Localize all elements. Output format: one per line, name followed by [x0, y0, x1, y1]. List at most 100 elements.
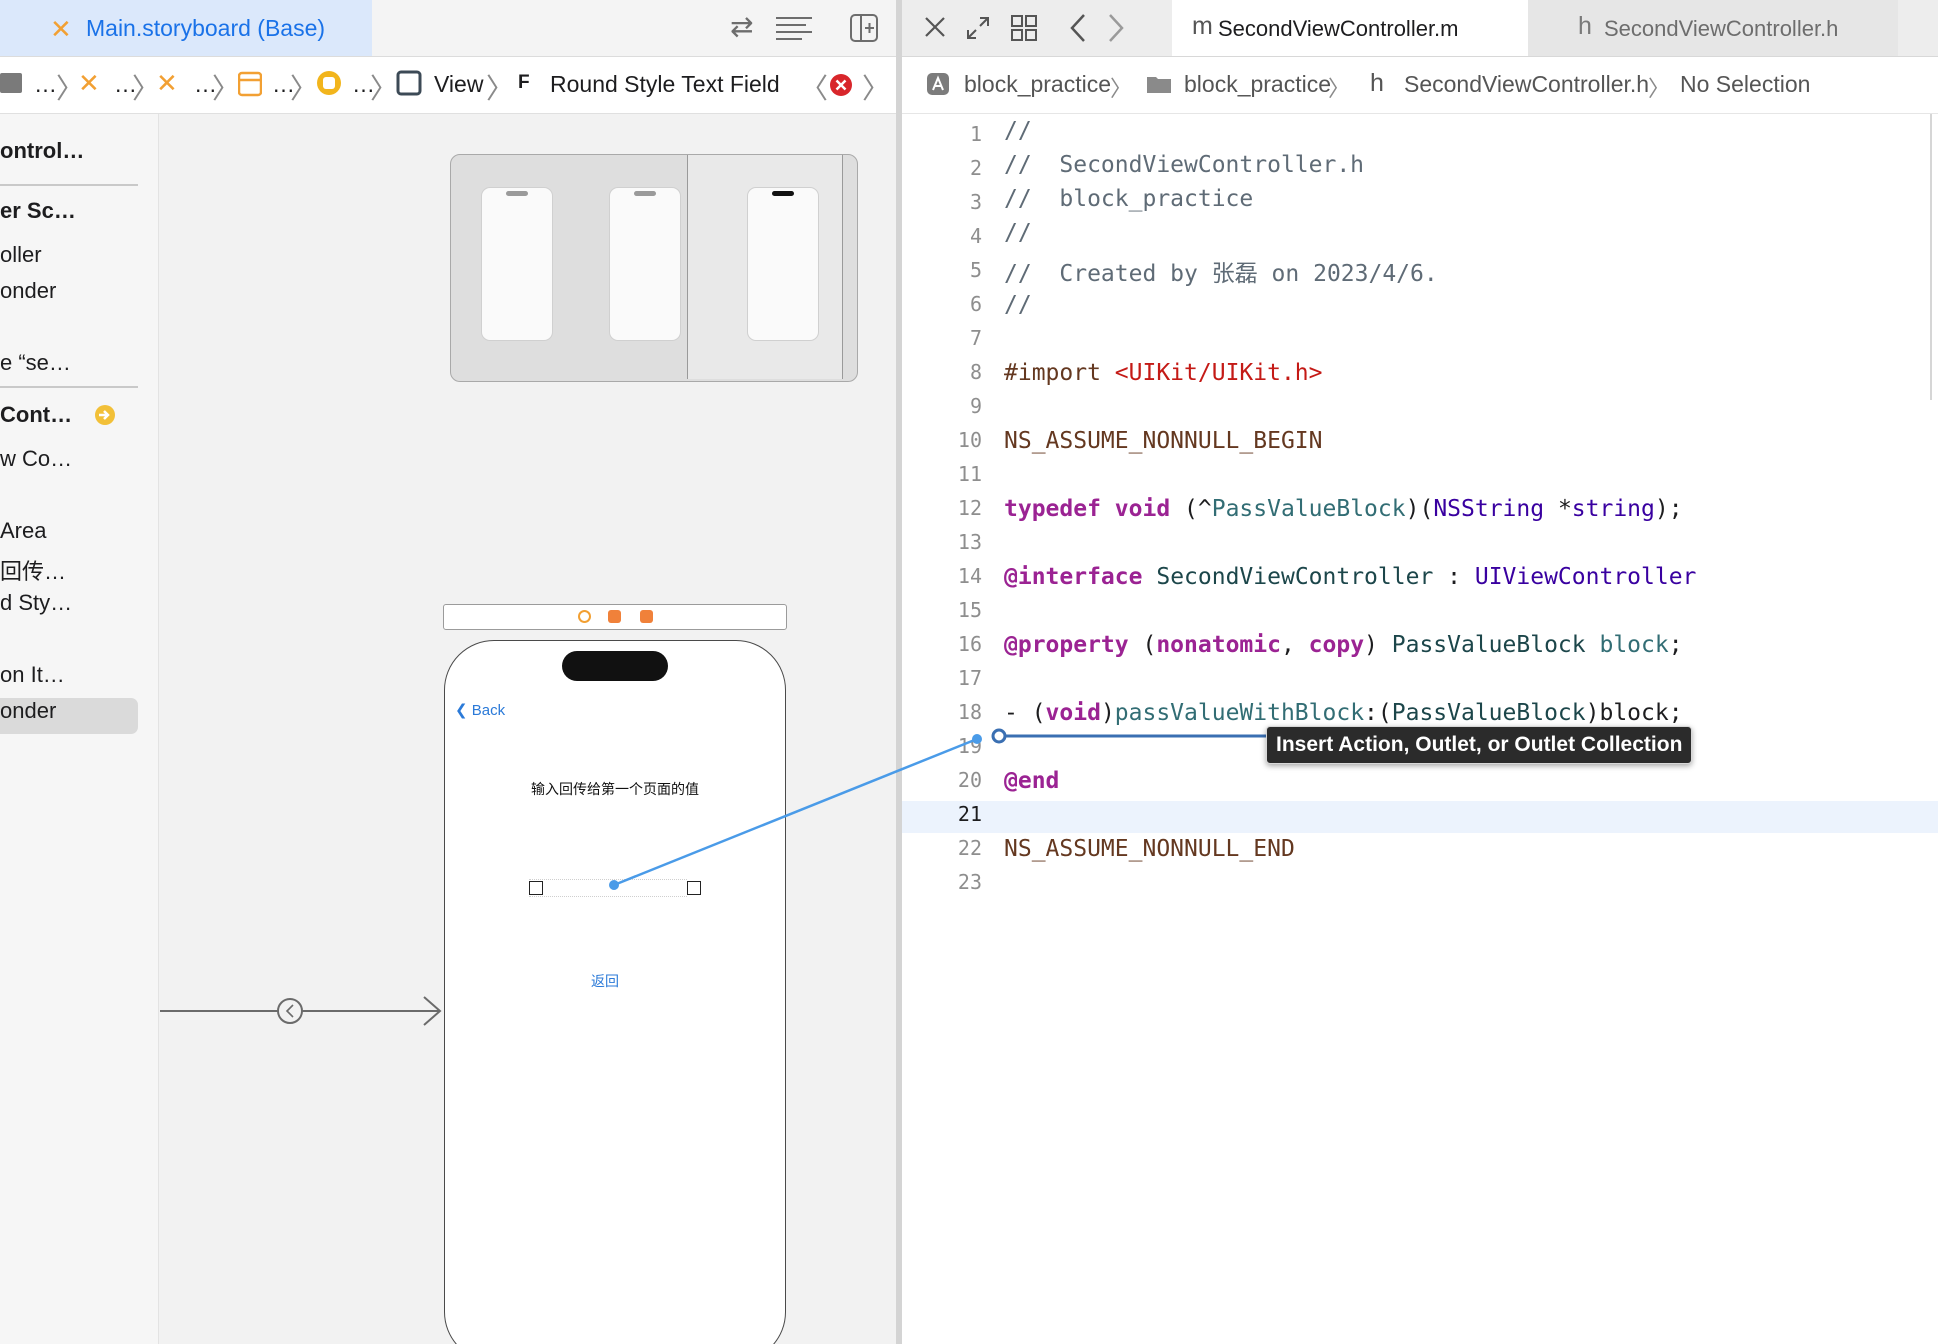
line-number[interactable]: 18	[957, 700, 982, 724]
param-name: string	[1571, 496, 1655, 522]
tab-second-view-controller-m[interactable]: m SecondViewController.m	[1172, 0, 1528, 56]
code-line-12[interactable]: typedef void (^PassValueBlock)(NSString …	[1004, 496, 1683, 522]
jump-project[interactable]: block_practice	[964, 71, 1112, 97]
minimap-scene	[747, 187, 819, 341]
outline-item[interactable]: 回传…	[0, 559, 67, 584]
code-line-8[interactable]: #import <UIKit/UIKit.h>	[1004, 360, 1323, 386]
line-number[interactable]: 4	[969, 224, 982, 248]
resize-handle[interactable]	[687, 881, 701, 895]
keyword: @end	[1004, 768, 1060, 794]
line-number[interactable]: 2	[969, 156, 982, 180]
forward-chevron-icon[interactable]	[1106, 12, 1126, 44]
scene-icon	[237, 71, 263, 97]
line-number[interactable]: 8	[969, 360, 982, 384]
line-number[interactable]: 16	[957, 632, 982, 656]
error-icon[interactable]	[830, 74, 852, 96]
back-chevron-icon[interactable]	[1068, 12, 1088, 44]
prompt-label[interactable]: 输入回传给第一个页面的值	[531, 782, 699, 798]
line-number[interactable]: 9	[969, 394, 982, 418]
storyboard-pane: ✕ Main.storyboard (Base) ⇄ … 〉 ✕ … 〉 ✕ ……	[0, 0, 896, 1344]
code-line-3[interactable]: // block_practice	[1004, 186, 1253, 212]
line-number[interactable]: 12	[957, 496, 982, 520]
code-line-18[interactable]: - (void)passValueWithBlock:(PassValueBlo…	[1004, 700, 1683, 726]
exit-dock-icon[interactable]	[640, 610, 653, 623]
code-line-6[interactable]: //	[1004, 292, 1032, 318]
code-line-10[interactable]: NS_ASSUME_NONNULL_BEGIN	[1004, 428, 1323, 454]
warning-arrow-icon[interactable]	[94, 404, 116, 426]
round-style-text-field[interactable]	[529, 879, 687, 897]
jump-file[interactable]: SecondViewController.h	[1404, 71, 1650, 97]
jump-segment[interactable]: …	[114, 71, 137, 97]
code-line-22[interactable]: NS_ASSUME_NONNULL_END	[1004, 836, 1295, 862]
jump-segment[interactable]: …	[352, 71, 375, 97]
view-controller-dock-icon[interactable]	[578, 610, 591, 623]
outline-item[interactable]: on It…	[0, 662, 65, 687]
line-number[interactable]: 6	[969, 292, 982, 316]
chevron-right-icon: 〉	[486, 73, 515, 104]
storyboard-minimap[interactable]	[450, 154, 858, 382]
minimap-scene	[609, 187, 681, 341]
line-number[interactable]: 13	[957, 530, 982, 554]
line-number[interactable]: 17	[957, 666, 982, 690]
editor-split-divider[interactable]	[896, 0, 902, 1344]
lines-icon[interactable]	[776, 16, 812, 40]
line-number[interactable]: 11	[957, 462, 982, 486]
swap-icon[interactable]: ⇄	[730, 11, 754, 42]
outline-item[interactable]: Cont…	[0, 402, 73, 427]
code-line-4[interactable]: //	[1004, 220, 1032, 246]
jump-text-field[interactable]: Round Style Text Field	[550, 71, 780, 97]
outline-item[interactable]: er Sc…	[0, 198, 76, 223]
outline-item[interactable]: w Co…	[0, 446, 73, 471]
preprocessor: #import	[1004, 360, 1101, 386]
jump-segment[interactable]: …	[194, 71, 217, 97]
jump-segment[interactable]: …	[34, 71, 57, 97]
expand-icon[interactable]	[964, 14, 992, 42]
code-line-20[interactable]: @end	[1004, 768, 1059, 794]
line-number[interactable]: 21	[957, 802, 982, 826]
nav-back-button[interactable]: ❮ Back	[455, 701, 505, 719]
line-number[interactable]: 7	[969, 326, 982, 350]
code-line-1[interactable]: //	[1004, 118, 1032, 144]
outline-item[interactable]: onder	[0, 278, 57, 303]
punct: )(	[1405, 496, 1434, 522]
left-tab-bar: ✕ Main.storyboard (Base) ⇄	[0, 0, 896, 57]
tab-second-view-controller-h[interactable]: h SecondViewController.h	[1528, 0, 1898, 56]
jump-view[interactable]: View	[434, 71, 484, 97]
resize-handle[interactable]	[529, 881, 543, 895]
code-line-14[interactable]: @interface SecondViewController : UIView…	[1004, 564, 1696, 590]
return-button[interactable]: 返回	[591, 974, 619, 990]
line-number[interactable]: 22	[957, 836, 982, 860]
jump-group[interactable]: block_practice	[1184, 71, 1332, 97]
jump-selection[interactable]: No Selection	[1680, 71, 1811, 97]
property-name: block	[1599, 632, 1669, 658]
line-number[interactable]: 3	[969, 190, 982, 214]
line-number[interactable]: 10	[957, 428, 982, 452]
line-number[interactable]: 20	[957, 768, 982, 792]
outline-item[interactable]: e “se…	[0, 350, 71, 375]
outline-item[interactable]: Area	[0, 518, 47, 543]
storyboard-icon: ✕	[78, 68, 100, 98]
jump-segment[interactable]: …	[272, 71, 295, 97]
first-responder-dock-icon[interactable]	[608, 610, 621, 623]
code-line-2[interactable]: // SecondViewController.h	[1004, 152, 1364, 178]
outline-item-selected[interactable]: d Sty…	[0, 590, 73, 615]
line-number[interactable]: 5	[969, 258, 982, 282]
forward-chevron-icon[interactable]: 〉	[862, 73, 891, 104]
outline-item[interactable]: ontrol…	[0, 138, 85, 163]
outline-item[interactable]: oller	[0, 242, 42, 267]
line-number[interactable]: 14	[957, 564, 982, 588]
grid-icon[interactable]	[1010, 14, 1038, 42]
line-number[interactable]: 15	[957, 598, 982, 622]
second-view-controller-scene[interactable]: ❮ Back 输入回传给第一个页面的值 返回	[444, 640, 786, 1344]
line-number[interactable]: 1	[969, 122, 982, 146]
tab-main-storyboard[interactable]: ✕ Main.storyboard (Base)	[0, 0, 372, 56]
outline-item[interactable]: onder	[0, 698, 57, 723]
back-chevron-icon[interactable]: 〈	[800, 73, 829, 104]
close-icon[interactable]	[922, 14, 948, 40]
line-number[interactable]: 23	[957, 870, 982, 894]
add-editor-icon[interactable]	[850, 14, 878, 42]
editor-scroll-indicator[interactable]	[1930, 114, 1932, 400]
code-line-5[interactable]: // Created by 张磊 on 2023/4/6.	[1004, 254, 1438, 288]
code-line-16[interactable]: @property (nonatomic, copy) PassValueBlo…	[1004, 632, 1683, 658]
